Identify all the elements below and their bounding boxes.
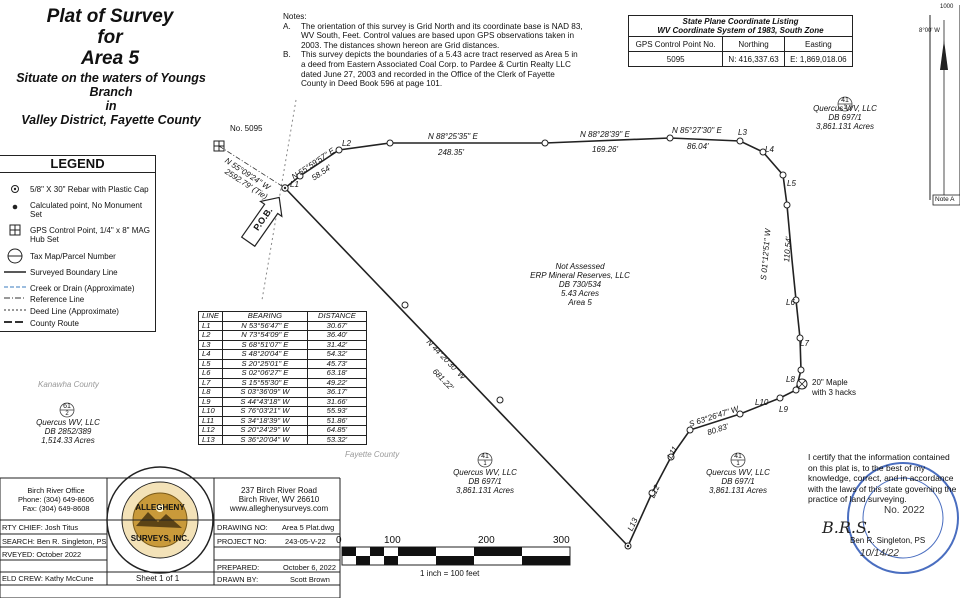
graphic-scale <box>341 546 571 566</box>
rebar-monuments <box>281 134 805 550</box>
parcel-number: 41 <box>734 453 742 460</box>
drawing-no: Area 5 Plat.dwg <box>282 523 335 532</box>
logo-text: ALLEGHENY <box>135 503 185 512</box>
logo-text-2: SURVEYS, INC. <box>130 534 190 543</box>
parcel-number: 41 <box>481 453 489 460</box>
gps-control-point-icon <box>213 140 225 152</box>
drawing-no-key: DRAWING NO: <box>217 523 268 532</box>
plat-title: Plat of Survey for Area 5 <box>46 6 174 69</box>
survey-notes: Notes: A.The orientation of this survey … <box>283 12 583 89</box>
scale-tick: 300 <box>553 535 570 546</box>
surveyed: RVEYED: October 2022 <box>2 550 82 559</box>
control-point-label: No. 5095 <box>230 124 263 133</box>
north-angle: 8°00' W <box>919 28 940 34</box>
parcel-sub: 2 <box>65 411 69 417</box>
drawn-by-key: DRAWN BY: <box>217 575 259 584</box>
signature: B.R.S. <box>822 518 872 537</box>
call-3-distance: 169.26' <box>592 145 618 154</box>
line-label: L4 <box>765 145 774 154</box>
line-label: L9 <box>779 405 788 414</box>
surveyor-seal <box>847 462 959 574</box>
parcel-sub: 1 <box>483 461 487 467</box>
call-4-bearing: N 85°27'30" E <box>672 126 722 135</box>
certification-text: I certify that the information contained… <box>808 452 957 504</box>
line-label: L3 <box>738 128 747 137</box>
signature-date: 10/14/22 <box>860 548 899 559</box>
scale-label: 1 inch = 100 feet <box>420 569 480 578</box>
signer-name: Ben R. Singleton, PS <box>850 536 926 545</box>
scale-tick: 200 <box>478 535 495 546</box>
subtitle: Situate on the waters of Youngs Branch i… <box>16 71 206 127</box>
legend: LEGEND 5/8" X 30" Rebar with Plastic Cap… <box>0 155 156 332</box>
sheet-number: Sheet 1 of 1 <box>136 574 180 583</box>
tree-icon <box>796 378 808 390</box>
line-label: L5 <box>787 179 796 188</box>
parcel-sub: 1 <box>843 105 847 111</box>
north-tick-label: 1000 <box>940 4 954 10</box>
call-2-distance: 248.35' <box>438 148 464 157</box>
seal-number: No. 2022 <box>884 505 925 516</box>
field-crew: ELD CREW: Kathy McCune <box>2 574 94 583</box>
prepared-key: PREPARED: <box>217 563 260 572</box>
county-line-label: Fayette County <box>345 450 400 459</box>
call-4-distance: 86.04' <box>687 142 709 151</box>
parcel-number: 61 <box>63 403 71 410</box>
parcel-sub: 1 <box>736 461 740 467</box>
scale-tick: 0 <box>336 535 342 546</box>
title-block-frame <box>0 477 341 598</box>
address-info: 237 Birch River Road Birch River, WV 266… <box>229 486 329 513</box>
parcel-number: 41 <box>841 97 849 104</box>
north-arrow-icon <box>929 5 960 206</box>
project-no-key: PROJECT NO: <box>217 537 267 546</box>
line-label: L1 <box>290 180 299 189</box>
drawn-by: Scott Brown <box>290 575 330 584</box>
tax-parcel-icons <box>59 96 853 468</box>
line-label: L7 <box>800 339 809 348</box>
line-label: L10 <box>755 398 769 407</box>
county-line-label: Kanawha County <box>38 380 99 389</box>
scale-tick: 100 <box>384 535 401 546</box>
legend-symbols <box>4 185 26 323</box>
surveyed-boundary-line <box>284 137 802 548</box>
office-info: Birch River Office Phone: (304) 649-8606… <box>17 486 95 513</box>
pob-arrow-icon <box>240 196 283 248</box>
call-2-bearing: N 88°25'35" E <box>428 132 478 141</box>
line-label: L8 <box>786 375 795 384</box>
north-note: Note A <box>935 196 955 203</box>
prepared-date: October 6, 2022 <box>283 563 337 572</box>
line-label: L6 <box>786 298 795 307</box>
research: SEARCH: Ben R. Singleton, PS <box>2 537 107 546</box>
call-3-bearing: N 88°28'39" E <box>580 130 630 139</box>
project-no: 243-05-V-22 <box>285 537 326 546</box>
tie-line <box>218 145 286 189</box>
subject-tract-label: Not Assessed ERP Mineral Reserves, LLC D… <box>530 262 630 307</box>
line-label: L2 <box>342 139 351 148</box>
party-chief: RTY CHIEF: Josh Titus <box>2 523 79 532</box>
